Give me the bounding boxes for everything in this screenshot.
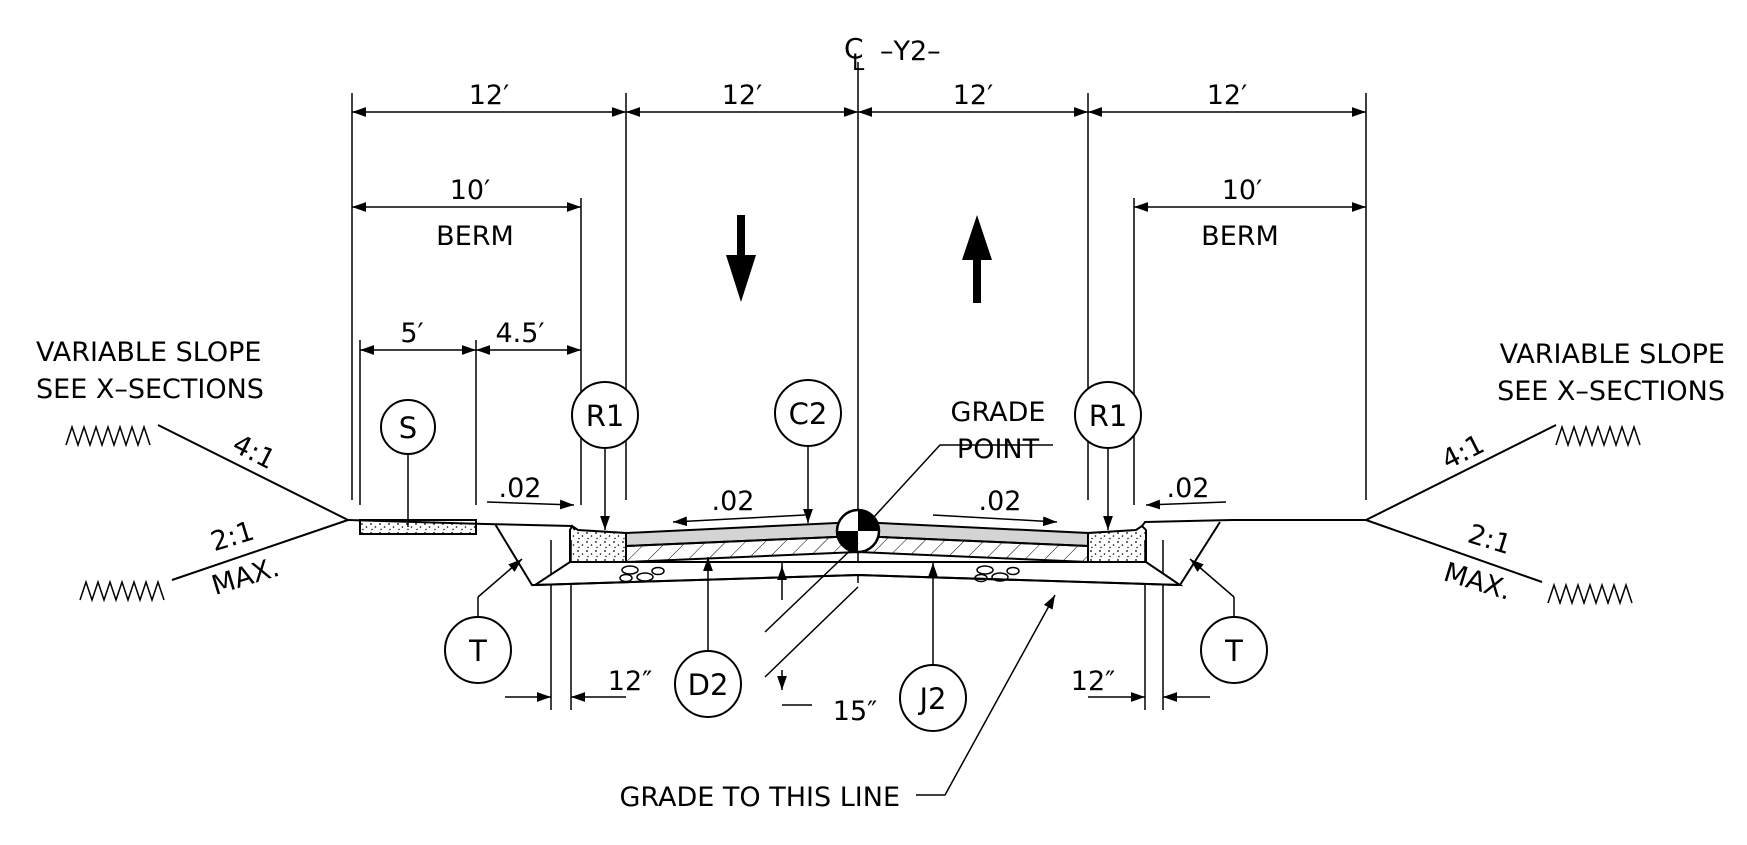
- depth-dimension: 15″: [764, 542, 877, 727]
- slope-notes: VARIABLE SLOPE SEE X–SECTIONS VARIABLE S…: [36, 337, 1725, 407]
- ditch-dimensions: 12″ 12″: [505, 666, 1210, 702]
- earth-symbol-right-top: [1555, 424, 1641, 448]
- berm-label-left: BERM: [436, 221, 514, 252]
- earth-symbol-left-bottom: [79, 579, 165, 603]
- grade-point: GRADE POINT: [835, 397, 1053, 554]
- dimension-sidewalk: 5′: [400, 318, 423, 349]
- centerline-l: L: [852, 51, 865, 76]
- stone-symbol-left: [619, 565, 665, 583]
- top-dimension-row: 12′ 12′ 12′ 12′: [352, 80, 1366, 117]
- centerline-label: –Y2–: [880, 36, 941, 67]
- callout-t-left-label: T: [468, 634, 487, 668]
- dimension-berm-left: 10′: [450, 175, 491, 206]
- callout-j2-label: J2: [917, 682, 946, 716]
- slope-left-shoulder: .02: [499, 473, 542, 504]
- traffic-direction-arrows: [726, 215, 992, 303]
- callout-r1-right-label: R1: [1089, 399, 1128, 433]
- callout-d2-label: D2: [688, 668, 729, 702]
- back-slope-right: 2:1: [1464, 519, 1515, 561]
- stone-symbol-right: [974, 565, 1020, 583]
- grade-point-label-1: GRADE: [951, 397, 1046, 428]
- fore-slope-left: 4:1: [227, 429, 280, 476]
- max-label-left: MAX.: [208, 552, 283, 602]
- dimension-buffer: 4.5′: [495, 318, 544, 349]
- dimension-left-shoulder: 12′: [469, 80, 510, 111]
- centerline: C L –Y2–: [844, 32, 941, 583]
- dimension-berm-right: 10′: [1222, 175, 1263, 206]
- callout-t-right-label: T: [1224, 634, 1243, 668]
- centerline-c: C: [844, 32, 864, 65]
- dimension-ditch-left: 12″: [608, 666, 652, 697]
- fore-slope-right: 4:1: [1437, 429, 1490, 476]
- arrow-down-icon: [726, 215, 756, 302]
- earth-symbol-left-top: [65, 424, 151, 448]
- dimension-right-lane: 12′: [953, 80, 994, 111]
- dimension-left-lane: 12′: [722, 80, 763, 111]
- grade-line-note: GRADE TO THIS LINE: [619, 594, 1056, 813]
- slope-right-lane: .02: [979, 486, 1022, 517]
- dimension-ditch-right: 12″: [1071, 666, 1115, 697]
- earth-symbol-right-bottom: [1547, 582, 1633, 606]
- slope-right-shoulder: .02: [1167, 473, 1210, 504]
- curb-gutter-left: [569, 524, 627, 563]
- arrow-up-icon: [962, 215, 992, 303]
- slope-note-right-line-2: SEE X–SECTIONS: [1497, 376, 1725, 407]
- back-slope-left: 2:1: [207, 516, 258, 558]
- grade-line-label: GRADE TO THIS LINE: [619, 782, 900, 813]
- sidewalk-dimensions: 5′ 4.5′: [360, 318, 581, 355]
- max-label-right: MAX.: [1440, 557, 1515, 607]
- berm-label-right: BERM: [1201, 221, 1279, 252]
- callout-c2-label: C2: [789, 397, 828, 431]
- grade-point-label-2: POINT: [957, 434, 1040, 465]
- extension-lines: [351, 93, 1367, 710]
- slope-arrows: .02 .02 .02 .02: [486, 473, 1227, 527]
- curb-gutter-right: [1087, 524, 1147, 563]
- dimension-right-shoulder: 12′: [1207, 80, 1248, 111]
- dimension-depth: 15″: [833, 696, 877, 727]
- berm-dimensions: 10′ 10′ BERM BERM: [352, 175, 1366, 252]
- callout-s-label: S: [399, 411, 417, 445]
- callouts: S R1 C2 R1 T T D2 J2: [380, 379, 1268, 732]
- slope-note-left-line-1: VARIABLE SLOPE: [36, 337, 261, 368]
- callout-r1-left-label: R1: [586, 399, 625, 433]
- sidewalk-slab: [359, 519, 477, 535]
- slope-left-lane: .02: [712, 486, 755, 517]
- slope-note-right-line-1: VARIABLE SLOPE: [1500, 339, 1725, 370]
- slope-note-left-line-2: SEE X–SECTIONS: [36, 374, 264, 405]
